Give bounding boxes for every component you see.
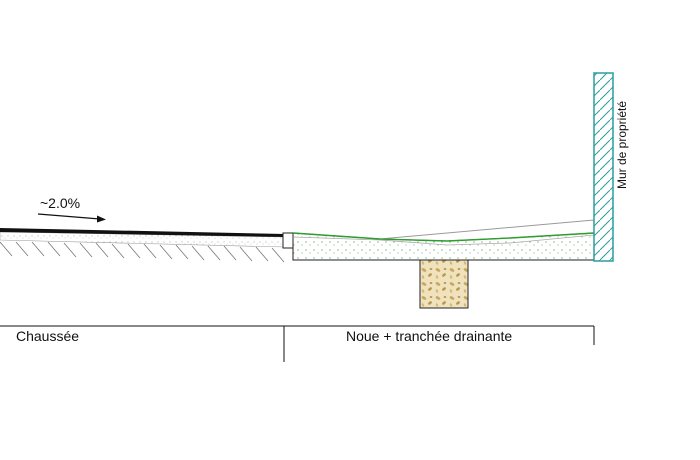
road-surface bbox=[0, 228, 285, 237]
slope-arrow bbox=[37, 213, 106, 223]
curb bbox=[282, 232, 294, 249]
drainage-trench bbox=[419, 259, 469, 309]
zone-separators bbox=[0, 325, 595, 362]
slope-label: ~2.0% bbox=[40, 195, 81, 211]
swale-soil bbox=[293, 233, 594, 260]
ground-hatching bbox=[0, 241, 285, 263]
grass-surface-line bbox=[292, 232, 595, 242]
zone-label-chaussee: Chaussée bbox=[16, 328, 80, 344]
grade-line-lower bbox=[292, 234, 595, 246]
wall-label: Mur de propriété bbox=[615, 100, 629, 190]
property-wall bbox=[593, 72, 614, 262]
zone-label-noue: Noue + tranchée drainante bbox=[346, 328, 513, 344]
existing-grade-line bbox=[379, 219, 595, 240]
